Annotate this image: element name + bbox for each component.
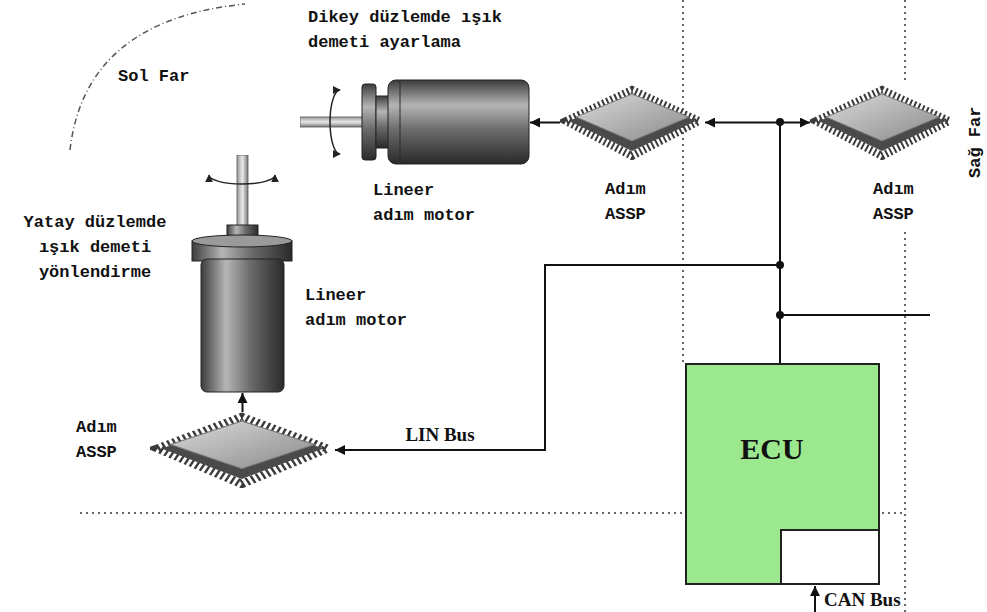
stepper-motor: Yatay düzlemde ışık demeti yönlendirmeLi… — [187, 155, 297, 393]
region-border — [904, 232, 906, 612]
region-border — [882, 512, 905, 514]
part-name: Lineer adım motor — [305, 283, 415, 333]
stepper-motor: Dikey düzlemde ışık demeti ayarlamaLinee… — [300, 78, 530, 166]
connector-box — [780, 529, 880, 585]
region-border — [80, 512, 683, 514]
headlamp-label: Sağ Far — [963, 107, 987, 178]
part-name: Adım ASSP — [873, 177, 935, 227]
region-border — [682, 0, 684, 363]
bus-wire — [780, 314, 930, 316]
bus-label: LIN Bus — [403, 424, 476, 446]
bus-connector — [705, 123, 780, 364]
function-label: Yatay düzlemde ışık demeti yönlendirme — [10, 210, 180, 285]
assp-chip: Adım ASSP — [810, 85, 955, 160]
ecu-box: ECU — [685, 363, 880, 585]
function-label: Dikey düzlemde ışık demeti ayarlama — [308, 5, 513, 55]
ecu-title: ECU — [687, 431, 857, 467]
bus-connector — [242, 393, 244, 412]
can-bus-arrow — [814, 586, 816, 612]
part-name: Adım ASSP — [605, 177, 667, 227]
stepper-motor-symbol — [187, 155, 297, 393]
region-border — [904, 0, 906, 80]
headlamp-outline — [70, 4, 245, 150]
bus-connector — [780, 123, 810, 364]
bus-connector — [530, 122, 560, 124]
headlamp-label: Sol Far — [118, 64, 189, 89]
bus-label: CAN Bus — [824, 589, 901, 611]
stepper-motor-symbol — [300, 78, 530, 166]
chip-symbol — [810, 85, 955, 160]
chip-symbol — [150, 412, 335, 488]
assp-chip: Adım ASSP — [560, 85, 705, 160]
part-name: Lineer adım motor — [373, 178, 483, 228]
chip-symbol — [560, 85, 705, 160]
part-name: Adım ASSP — [76, 415, 138, 465]
assp-chip: Adım ASSP — [150, 412, 335, 488]
